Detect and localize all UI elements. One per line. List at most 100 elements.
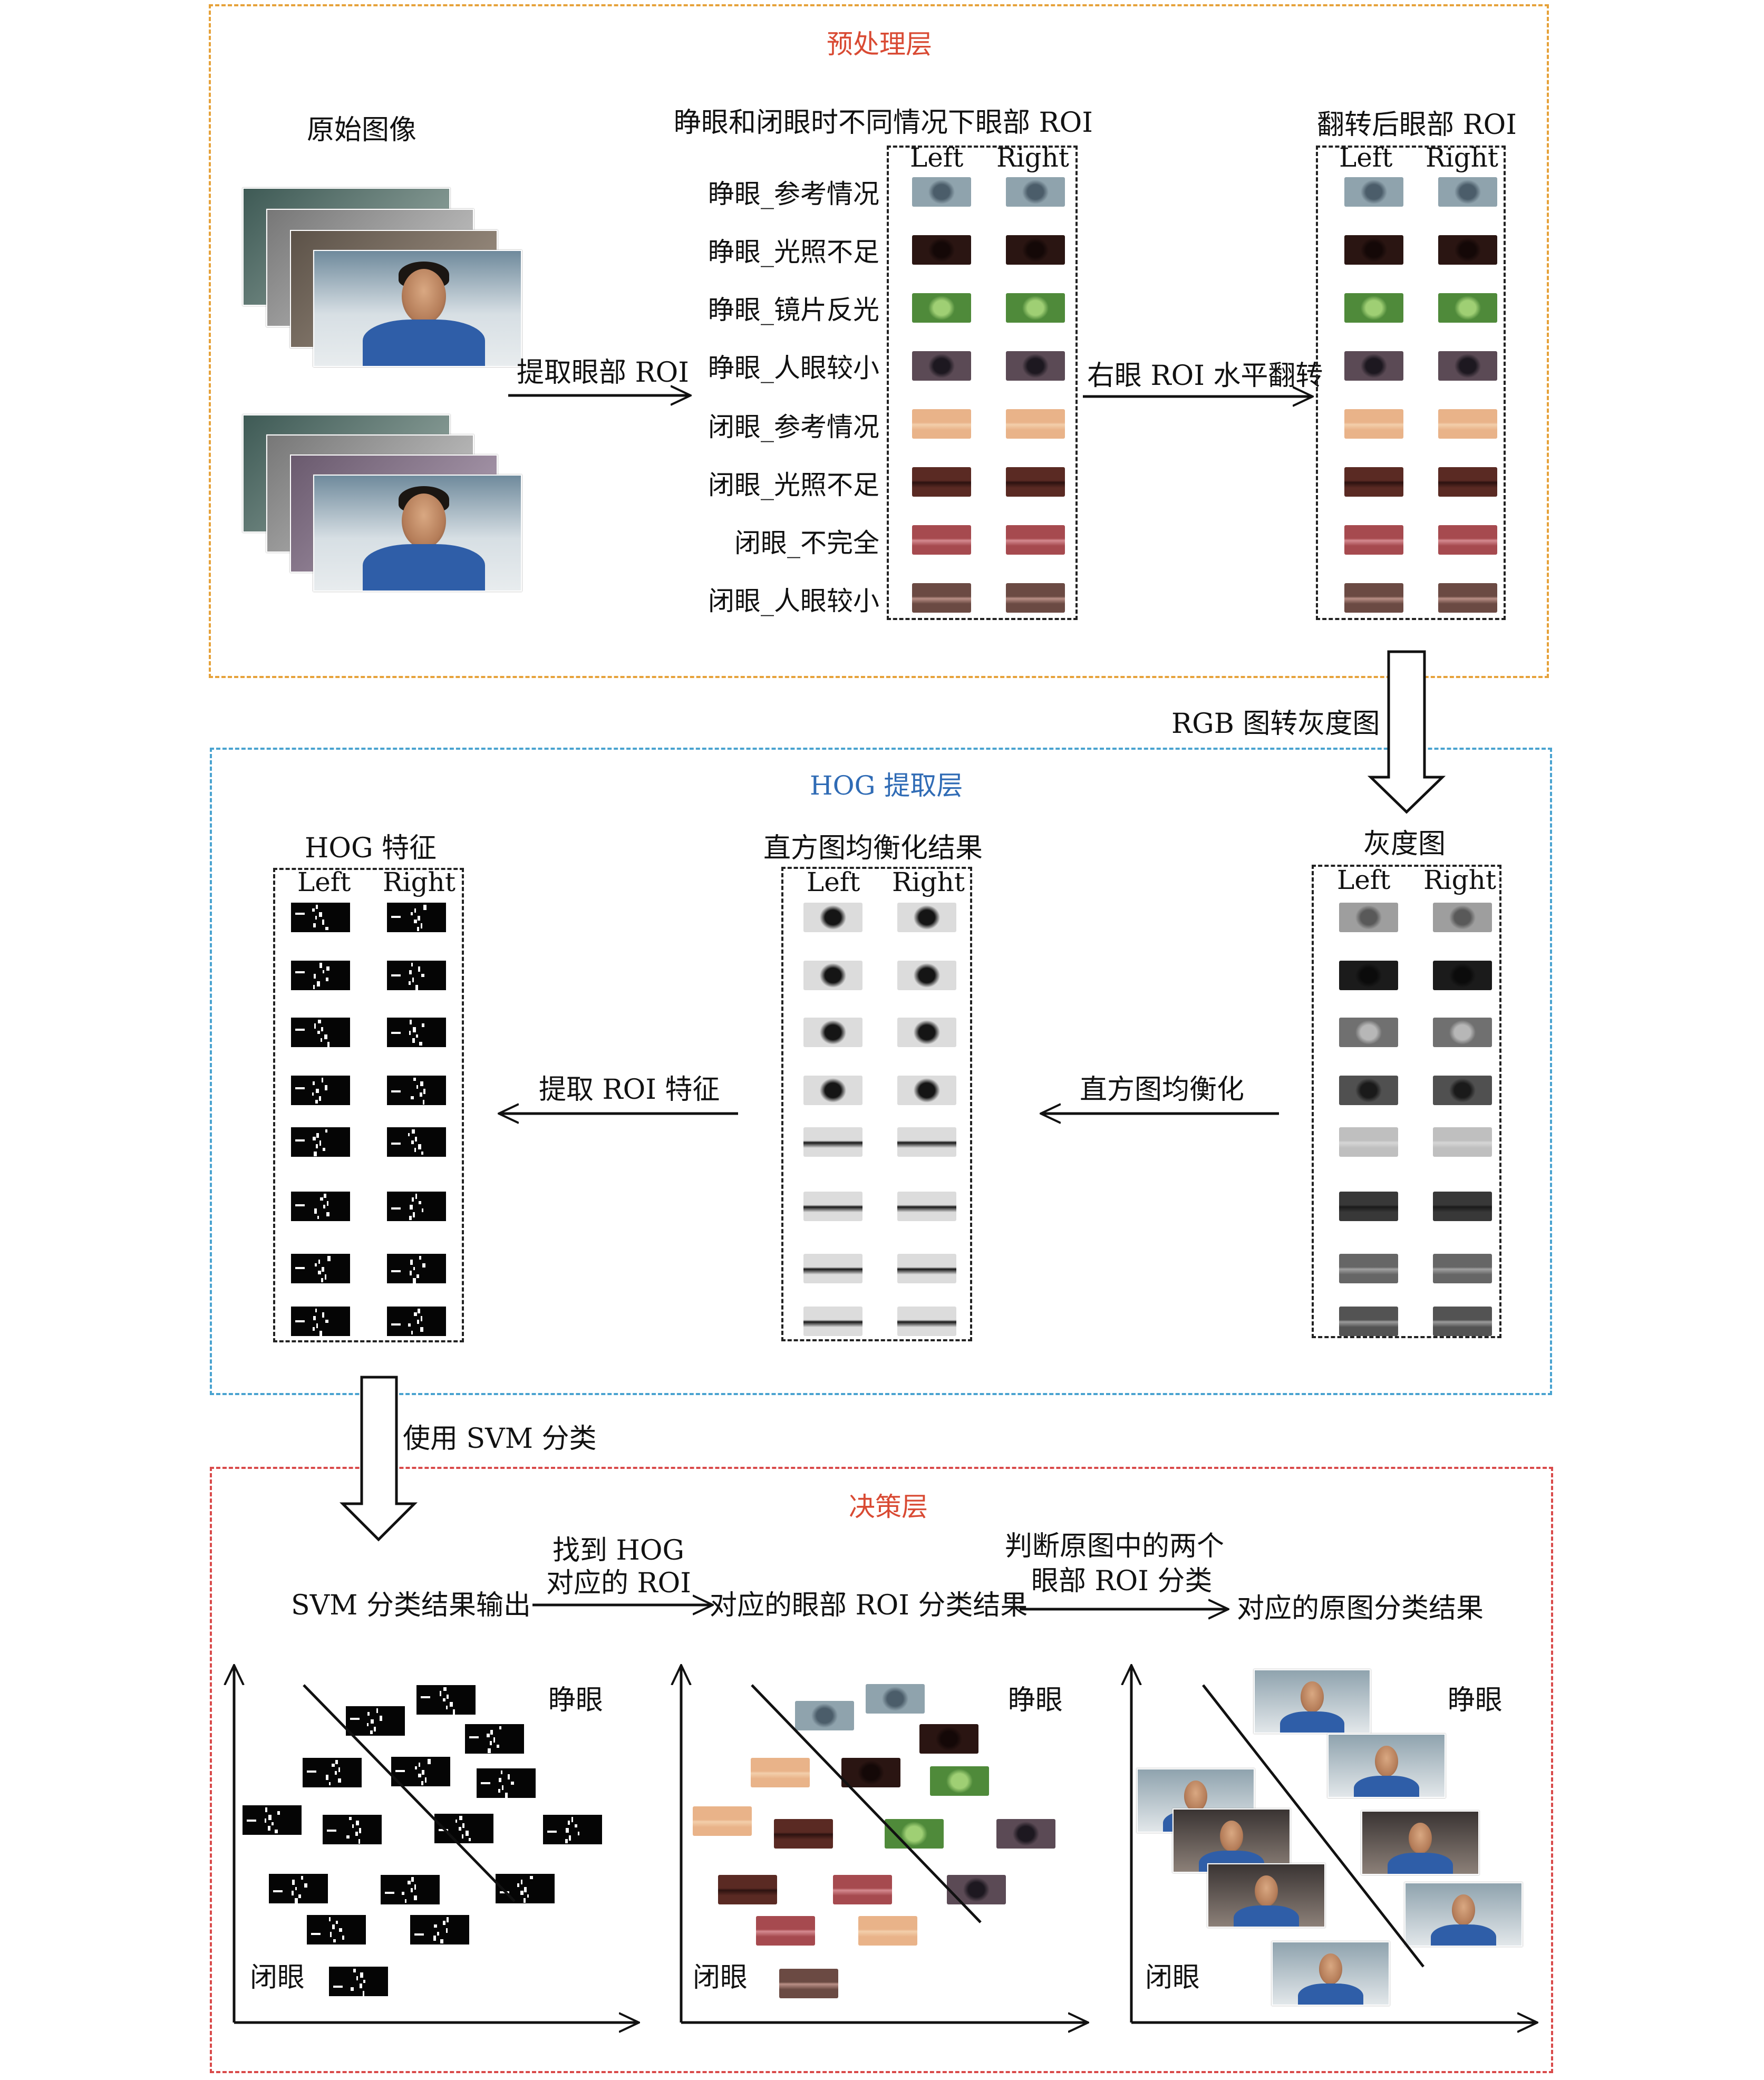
roi-left-eye-2 <box>912 235 971 265</box>
photo-front-open <box>313 250 522 367</box>
plot3-photo-point-6 <box>1207 1863 1325 1928</box>
plot3-photo-point-2 <box>1327 1734 1446 1798</box>
equalized-box <box>781 867 972 1341</box>
hog-right-cell-7 <box>387 1254 446 1283</box>
plot2-eye-point-5 <box>841 1758 900 1787</box>
photo-front-closed <box>313 475 522 592</box>
gray-left-eye-5 <box>1339 1127 1398 1157</box>
roi-right-eye-1 <box>1006 177 1065 207</box>
plot1-hog-point-7 <box>243 1805 302 1835</box>
plot1-divider <box>303 1684 516 1902</box>
plot3-photo-point-1 <box>1254 1669 1371 1734</box>
plot2-eye-point-6 <box>930 1766 989 1796</box>
plot1-hog-point-11 <box>269 1874 328 1903</box>
roi-left-eye-1 <box>912 177 971 207</box>
flipped-left-eye-3 <box>1344 293 1403 323</box>
hog-left-cell-6 <box>291 1192 350 1221</box>
equalized-right-eye-3 <box>897 1018 956 1047</box>
original-image-label: 原始图像 <box>307 114 417 146</box>
hog-left-cell-5 <box>291 1127 350 1157</box>
flipped-left-eye-8 <box>1344 583 1403 613</box>
plot3-closed-label: 闭眼 <box>1145 1962 1200 1994</box>
equalized-left-eye-3 <box>803 1018 862 1047</box>
plot2-eye-point-16 <box>779 1969 838 1998</box>
roi-left-eye-8 <box>912 583 971 613</box>
gray-right-eye-6 <box>1433 1192 1492 1221</box>
flipped-left-eye-4 <box>1344 351 1403 381</box>
hog-left-cell-4 <box>291 1076 350 1105</box>
hog-left-cell-1 <box>291 903 350 932</box>
row-label-open-small: 睁眼_人眼较小 <box>708 353 879 383</box>
flipped-left-header: Left <box>1339 142 1393 173</box>
plot1-hog-point-8 <box>323 1815 382 1844</box>
hog-left-cell-3 <box>291 1018 350 1047</box>
plot2-closed-label: 闭眼 <box>693 1962 748 1994</box>
flipped-right-eye-4 <box>1438 351 1497 381</box>
svm-output-label: SVM 分类结果输出 <box>291 1590 531 1621</box>
plot2-eye-point-4 <box>751 1758 810 1787</box>
preprocess-layer <box>209 4 1549 678</box>
plot2-eye-point-11 <box>718 1875 777 1904</box>
gray-left-eye-2 <box>1339 961 1398 990</box>
find-roi-label-2: 对应的 ROI <box>546 1568 691 1599</box>
flipped-right-eye-8 <box>1438 583 1497 613</box>
gray-right-eye-7 <box>1433 1254 1492 1283</box>
hog-right-header: Right <box>383 867 455 897</box>
equalized-left-eye-7 <box>803 1254 862 1283</box>
hog-box <box>273 868 464 1342</box>
plot2-eye-point-1 <box>866 1684 925 1714</box>
hog-left-cell-8 <box>291 1307 350 1336</box>
gray-left-eye-8 <box>1339 1307 1398 1336</box>
equalized-right-eye-8 <box>897 1307 956 1336</box>
roi-right-eye-7 <box>1006 525 1065 555</box>
plot2-eye-point-15 <box>858 1916 917 1946</box>
decision-layer-title: 决策层 <box>849 1492 928 1522</box>
equalized-right-eye-4 <box>897 1076 956 1105</box>
gray-right-header: Right <box>1423 865 1496 895</box>
plot1-hog-point-13 <box>496 1874 555 1903</box>
plot2-eye-point-12 <box>833 1875 892 1904</box>
plot1-hog-point-10 <box>543 1815 602 1844</box>
equalized-right-eye-1 <box>897 903 956 932</box>
equalized-right-header: Right <box>892 867 965 897</box>
plot1-hog-point-3 <box>465 1724 524 1754</box>
plot2-eye-point-7 <box>693 1806 752 1836</box>
equalized-left-eye-5 <box>803 1127 862 1157</box>
gray-right-eye-2 <box>1433 961 1492 990</box>
plot1-hog-point-5 <box>391 1757 450 1786</box>
gray-title: 灰度图 <box>1363 828 1446 860</box>
plot1-hog-point-4 <box>303 1758 362 1787</box>
row-label-closed-dark: 闭眼_光照不足 <box>708 470 879 500</box>
hog-right-cell-4 <box>387 1076 446 1105</box>
extract-roi-feature-label: 提取 ROI 特征 <box>539 1074 720 1106</box>
rgb-to-gray-arrow <box>1367 650 1446 814</box>
gray-box <box>1312 865 1501 1338</box>
equalized-right-eye-2 <box>897 961 956 990</box>
plot1-hog-point-15 <box>410 1915 469 1944</box>
rgb-to-gray-label: RGB 图转灰度图 <box>1171 708 1380 740</box>
row-label-open-dark: 睁眼_光照不足 <box>708 237 879 267</box>
equalized-right-eye-7 <box>897 1254 956 1283</box>
find-roi-label-1: 找到 HOG <box>553 1535 685 1566</box>
equalized-left-eye-1 <box>803 903 862 932</box>
row-label-closed-partial: 闭眼_不完全 <box>734 528 879 558</box>
equalized-right-eye-5 <box>897 1127 956 1157</box>
roi-left-eye-7 <box>912 525 971 555</box>
decision-layer <box>210 1467 1553 2073</box>
gray-right-eye-8 <box>1433 1307 1492 1336</box>
flipped-title: 翻转后眼部 ROI <box>1317 109 1517 141</box>
flipped-left-eye-2 <box>1344 235 1403 265</box>
plot1-hog-point-6 <box>477 1768 536 1798</box>
gray-left-eye-3 <box>1339 1018 1398 1047</box>
gray-right-eye-5 <box>1433 1127 1492 1157</box>
hog-right-cell-6 <box>387 1192 446 1221</box>
judge-label-2: 眼部 ROI 分类 <box>1031 1565 1213 1597</box>
equalized-left-eye-6 <box>803 1192 862 1221</box>
gray-left-eye-1 <box>1339 903 1398 932</box>
roi-left-header: Left <box>910 142 964 173</box>
roi-title: 睁眼和闭眼时不同情况下眼部 ROI <box>674 107 1093 139</box>
flipped-left-eye-7 <box>1344 525 1403 555</box>
plot1-hog-point-2 <box>346 1706 405 1736</box>
gray-right-eye-3 <box>1433 1018 1492 1047</box>
gray-left-header: Left <box>1337 865 1391 895</box>
